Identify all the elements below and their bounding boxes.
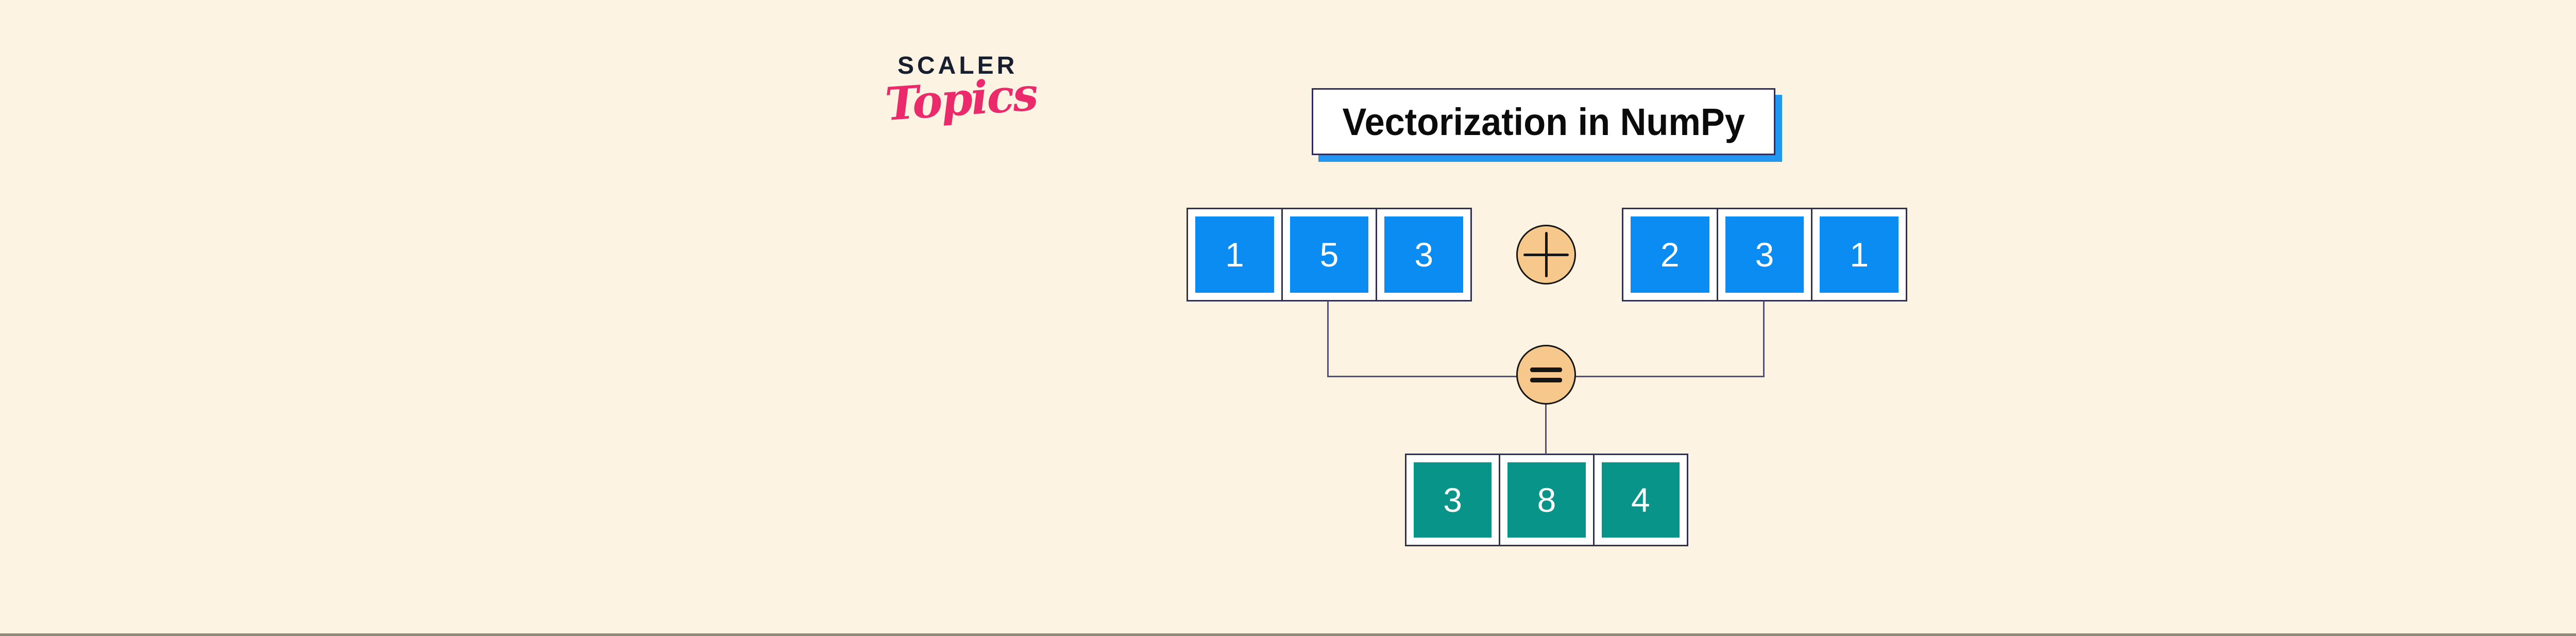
array-cell-value: 5	[1290, 216, 1369, 293]
plus-operator-icon	[1516, 225, 1576, 284]
array-cell: 3	[1718, 209, 1813, 300]
array-cell-value: 3	[1414, 462, 1492, 538]
array-cell-value: 8	[1507, 462, 1586, 538]
logo-brand-text: SCALER	[897, 52, 1018, 79]
array-cell-value: 1	[1195, 216, 1274, 293]
equals-icon-bottom-bar	[1530, 377, 1562, 382]
logo-sub-text: Topics	[883, 66, 1039, 131]
array-cell: 1	[1812, 209, 1906, 300]
array-cell: 1	[1188, 209, 1283, 300]
connector-right-vertical	[1763, 301, 1765, 377]
array-cell-value: 1	[1820, 216, 1899, 293]
array-cell: 3	[1377, 209, 1470, 300]
array-cell: 2	[1623, 209, 1718, 300]
equals-icon-top-bar	[1530, 367, 1562, 372]
array-cell: 5	[1283, 209, 1378, 300]
array-cell-value: 3	[1725, 216, 1804, 293]
diagram-title-box: Vectorization in NumPy	[1312, 88, 1775, 155]
plus-icon-horizontal-bar	[1523, 254, 1569, 256]
right-operand-array: 2 3 1	[1622, 208, 1907, 302]
array-cell: 3	[1406, 455, 1501, 545]
bottom-edge-divider	[0, 633, 2576, 636]
result-array: 3 8 4	[1405, 454, 1688, 546]
connector-left-vertical	[1327, 301, 1329, 377]
array-cell-value: 2	[1631, 216, 1709, 293]
array-cell-value: 3	[1384, 216, 1464, 293]
connector-result-vertical	[1545, 404, 1547, 454]
diagram-title: Vectorization in NumPy	[1342, 100, 1745, 143]
array-cell: 8	[1500, 455, 1595, 545]
left-operand-array: 1 5 3	[1187, 208, 1472, 302]
array-cell: 4	[1595, 455, 1687, 545]
equals-operator-icon	[1516, 345, 1576, 405]
array-cell-value: 4	[1601, 462, 1680, 538]
